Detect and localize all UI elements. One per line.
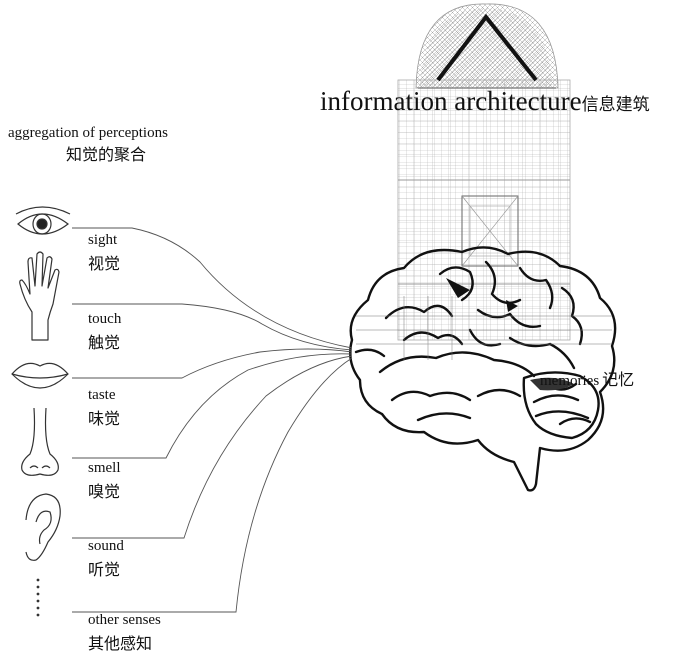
brain-grid-overlay (356, 296, 612, 360)
brain-drawing (349, 246, 617, 492)
lips-icon (11, 362, 69, 389)
main-title-zh: 信息建筑 (581, 95, 650, 114)
nose-icon (21, 407, 59, 476)
eye-icon (15, 206, 71, 235)
sense-label-en: sound (88, 538, 124, 554)
sense-label-zh: 味觉 (88, 411, 121, 428)
sense-label-en: taste (88, 387, 116, 403)
sense-taste: taste 味觉 (88, 388, 120, 428)
sense-sound: sound 听觉 (88, 539, 124, 579)
connector-lines (72, 227, 353, 613)
aggregation-label-en: aggregation of perceptions (8, 125, 168, 141)
memories-label-zh: 记忆 (602, 372, 635, 389)
sense-smell: smell 嗅觉 (88, 461, 121, 501)
aggregation-label-zh: 知觉的聚合 (66, 147, 147, 164)
sense-label-zh: 触觉 (88, 335, 121, 352)
sense-label-zh: 其他感知 (88, 636, 153, 653)
sense-other: other senses 其他感知 (88, 613, 161, 653)
sense-label-zh: 听觉 (88, 562, 121, 579)
sense-touch: touch 触觉 (88, 312, 121, 352)
main-title: information architecture信息建筑 (320, 88, 650, 115)
sense-label-en: smell (88, 460, 121, 476)
sense-label-zh: 嗅觉 (88, 484, 121, 501)
sense-sight: sight 视觉 (88, 233, 120, 273)
ear-icon (25, 493, 61, 561)
sense-label-zh: 视觉 (88, 256, 121, 273)
memories-label-en: memories (540, 373, 600, 389)
hand-icon (19, 251, 60, 341)
brain-shading (446, 278, 574, 391)
sense-label-en: touch (88, 311, 122, 327)
ellipsis-icon (36, 578, 40, 617)
building-drawing (397, 3, 571, 341)
sense-label-en: sight (88, 232, 118, 248)
sense-label-en: other senses (88, 612, 161, 628)
main-title-en: information architecture (320, 86, 582, 116)
